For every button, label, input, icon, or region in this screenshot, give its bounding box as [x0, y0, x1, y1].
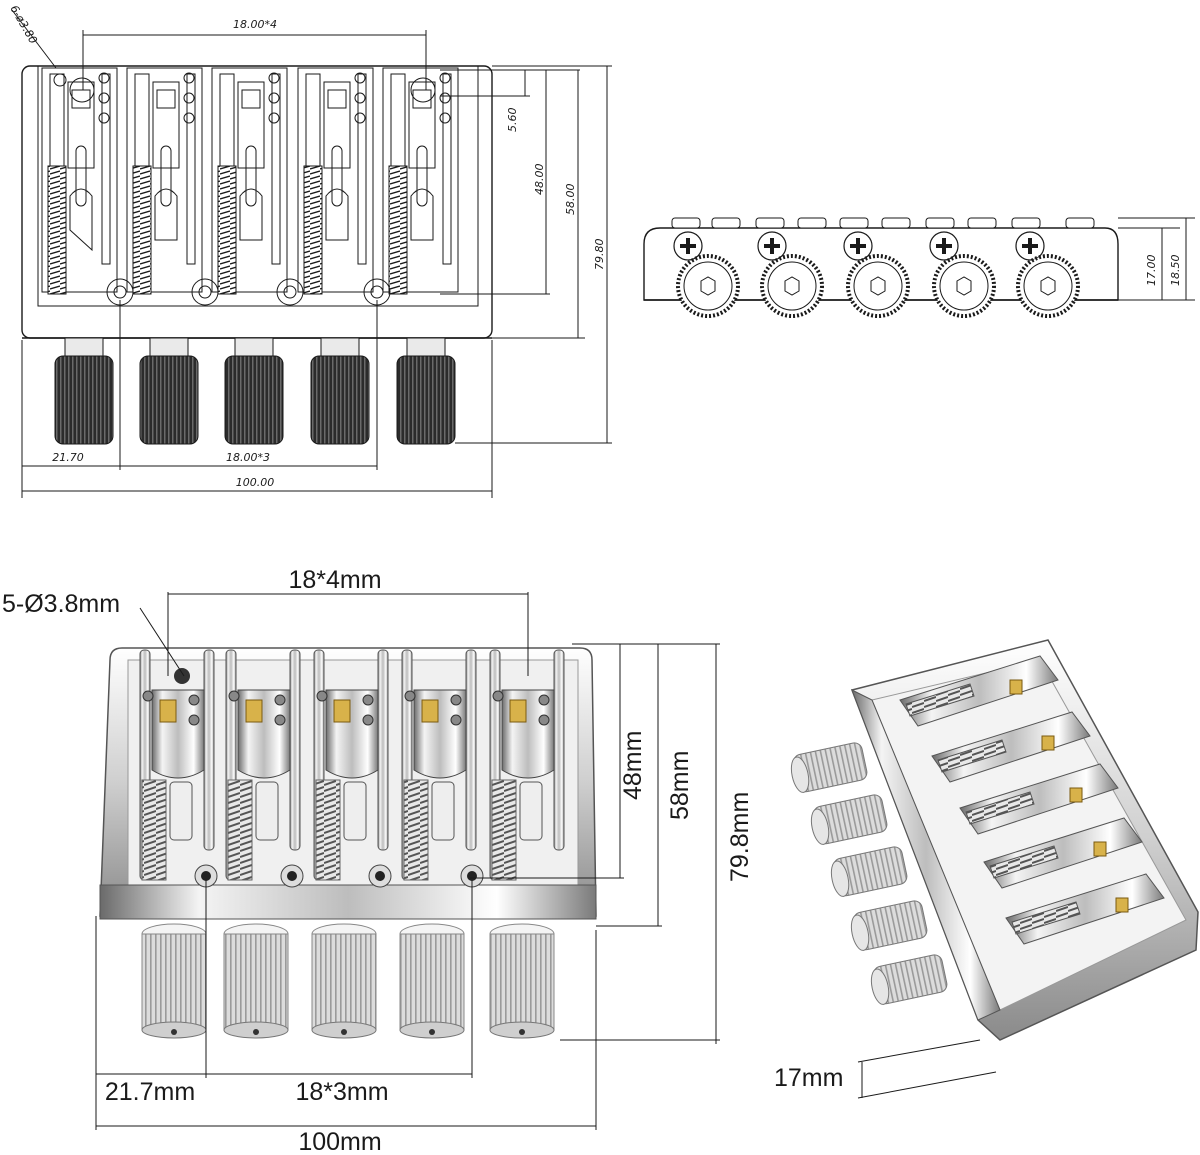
- photo-hole-callout: 5-Ø3.8mm: [2, 590, 120, 618]
- dim-18-5: 18.50: [1169, 255, 1182, 287]
- photo-dim-48: 48mm: [619, 731, 647, 800]
- phillips-screw-icon: [929, 231, 959, 261]
- photo-dim-17: 17mm: [774, 1064, 843, 1092]
- dim-79-8: 79.80: [593, 239, 606, 271]
- silver-knob-group: [141, 923, 555, 1039]
- knob-drawing: [396, 337, 456, 445]
- angled-saddle: [959, 763, 1119, 835]
- angled-saddle: [1005, 873, 1165, 945]
- knurled-knob-icon: [760, 254, 824, 318]
- dim-hole-callout: 6-ø3.80: [7, 3, 39, 46]
- dim-string-spacing-bottom: 18.00*3: [226, 451, 270, 464]
- photo-overall-width: 100mm: [298, 1128, 381, 1155]
- knurled-knob-icon: [676, 254, 740, 318]
- photo-string-spacing-top: 18*4mm: [288, 566, 381, 594]
- knob-drawing: [224, 337, 284, 445]
- dim-5-60: 5.60: [506, 108, 519, 133]
- angled-knob: [790, 742, 868, 793]
- knob-drawing: [54, 337, 114, 445]
- photo-dim-21-7: 21.7mm: [105, 1078, 195, 1106]
- phillips-screw-icon: [673, 231, 703, 261]
- saddle-drawing: [41, 67, 118, 295]
- angled-knob: [850, 900, 928, 951]
- dim-48: 48.00: [533, 164, 546, 196]
- phillips-screw-icon: [1015, 231, 1045, 261]
- dim-string-spacing-top: 18.00*4: [233, 18, 277, 31]
- angled-knob: [810, 794, 888, 845]
- chrome-saddle: [313, 649, 389, 881]
- knurled-knob-icon: [932, 254, 996, 318]
- dim-58: 58.00: [564, 184, 577, 216]
- chrome-saddle: [225, 649, 301, 881]
- side-view-drawing: 17.00 18.50: [643, 217, 1195, 318]
- angled-saddle: [931, 711, 1091, 783]
- saddle-drawing: [126, 67, 203, 295]
- silver-knurled-knob: [223, 923, 289, 1039]
- saddle-group: [41, 67, 459, 295]
- knob-drawing: [139, 337, 199, 445]
- chrome-saddle: [139, 649, 215, 881]
- knurled-knob-icon: [1016, 254, 1080, 318]
- silver-knurled-knob: [399, 923, 465, 1039]
- knurled-knob-icon: [846, 254, 910, 318]
- adjust-knob-group: [54, 337, 456, 445]
- dim-17: 17.00: [1145, 255, 1158, 287]
- top-view-drawing: 18.00*4 6-ø3.80 5.60 48.00 58.00 79.80 2…: [7, 3, 612, 498]
- saddle-drawing: [297, 67, 374, 295]
- photo-dim-79-8: 79.8mm: [726, 792, 754, 882]
- angled-saddle: [983, 817, 1143, 889]
- photo-string-spacing-bottom: 18*3mm: [295, 1078, 388, 1106]
- chrome-saddle-group: [139, 649, 565, 881]
- dim-21-7: 21.70: [52, 451, 84, 464]
- silver-knurled-knob: [311, 923, 377, 1039]
- angled-knob: [830, 846, 908, 897]
- angled-saddle: [899, 655, 1059, 727]
- photo-dim-58: 58mm: [666, 751, 694, 820]
- saddle-drawing: [211, 67, 288, 295]
- front-photo: 18*4mm 5-Ø3.8mm 48mm 58mm 79.8mm 21.7mm …: [2, 566, 754, 1155]
- chrome-saddle: [401, 649, 477, 881]
- saddle-drawing: [382, 67, 459, 295]
- chrome-saddle: [489, 649, 565, 881]
- mounting-holes: [106, 278, 391, 306]
- phillips-screw-icon: [757, 231, 787, 261]
- angled-photo: 17mm: [774, 639, 1199, 1099]
- silver-knurled-knob: [489, 923, 555, 1039]
- knob-drawing: [310, 337, 370, 445]
- angled-knob: [870, 954, 948, 1005]
- silver-knurled-knob: [141, 923, 207, 1039]
- phillips-screw-icon: [843, 231, 873, 261]
- dim-overall-width: 100.00: [236, 476, 275, 489]
